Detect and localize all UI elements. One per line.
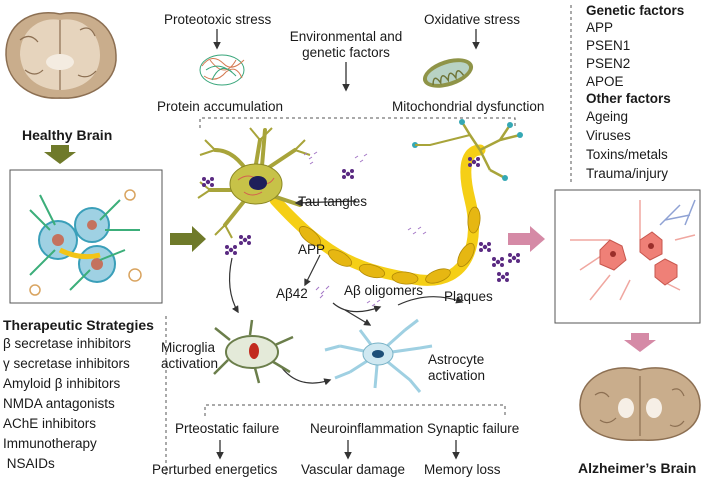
genetic-factor-item: PSEN2 xyxy=(586,56,631,71)
therapy-item: NMDA antagonists xyxy=(3,396,115,411)
proteotoxic-stress-label: Proteotoxic stress xyxy=(164,12,272,27)
oxidative-stress-label: Oxidative stress xyxy=(424,12,521,27)
right-arrow-pink xyxy=(508,226,545,252)
perturbed-energetics-label: Perturbed energetics xyxy=(152,462,278,477)
therapy-item: Amyloid β inhibitors xyxy=(3,376,121,391)
tau-tangles-label: Tau tangles xyxy=(298,194,368,209)
app-label: APP xyxy=(298,242,326,257)
astrocyte-label-line2: activation xyxy=(428,368,486,383)
right-arrow-green xyxy=(170,226,206,252)
neuron-illustration xyxy=(197,119,523,286)
therapy-item: Immunotherapy xyxy=(3,436,97,451)
therapy-item: γ secretase inhibitors xyxy=(3,356,130,371)
proteostatic-failure-label: Prteostatic failure xyxy=(175,421,280,436)
microglia-icon xyxy=(213,319,294,384)
other-factor-item: Ageing xyxy=(586,109,629,124)
healthy-brain-label: Healthy Brain xyxy=(22,127,113,143)
therapeutic-strategies-title: Therapeutic Strategies xyxy=(3,317,154,333)
down-arrow-healthy xyxy=(44,145,76,164)
genetic-factor-item: PSEN1 xyxy=(586,38,631,53)
alzheimer-box xyxy=(554,189,701,324)
environmental-factors-line1: Environmental and xyxy=(289,29,403,44)
therapy-item: AChE inhibitors xyxy=(3,416,97,431)
therapy-item: NSAIDs xyxy=(3,456,55,471)
abeta42-label: Aβ42 xyxy=(276,286,308,301)
mitochondrion-icon xyxy=(422,58,474,88)
protein-accumulation-label: Protein accumulation xyxy=(157,99,284,114)
astrocyte-icon xyxy=(324,318,433,393)
synaptic-failure-label: Synaptic failure xyxy=(427,421,520,436)
genetic-factor-item: APOE xyxy=(586,74,624,89)
alzheimers-brain-label: Alzheimer’s Brain xyxy=(578,460,697,476)
microglia-label-line1: Microglia xyxy=(161,340,216,355)
abeta-oligomers-label: Aβ oligomers xyxy=(344,283,424,298)
therapy-item: β secretase inhibitors xyxy=(3,336,131,351)
vascular-damage-label: Vascular damage xyxy=(301,462,406,477)
astrocyte-label-line1: Astrocyte xyxy=(428,352,485,367)
abeta-fragments xyxy=(303,151,427,307)
other-factor-item: Viruses xyxy=(586,128,631,143)
genetic-factors-title: Genetic factors xyxy=(586,3,685,18)
other-factor-item: Toxins/metals xyxy=(586,147,668,162)
mitochondrial-dysfunction-label: Mitochondrial dysfunction xyxy=(392,99,545,114)
plaques-label: Plaques xyxy=(444,289,493,304)
therapy-box xyxy=(9,169,163,304)
up-arrow-pink xyxy=(624,333,656,352)
other-factors-title: Other factors xyxy=(586,91,671,106)
microglia-label-line2: activation xyxy=(161,356,219,371)
alzheimer-brain-icon xyxy=(579,367,701,441)
memory-loss-label: Memory loss xyxy=(424,462,501,477)
other-factor-item: Trauma/injury xyxy=(586,166,669,181)
genetic-factor-item: APP xyxy=(586,20,614,35)
neuroinflammation-label: Neuroinflammation xyxy=(310,421,424,436)
healthy-brain-icon xyxy=(5,12,117,99)
protein-tangle-icon xyxy=(199,54,245,86)
environmental-factors-line2: genetic factors xyxy=(302,45,390,60)
